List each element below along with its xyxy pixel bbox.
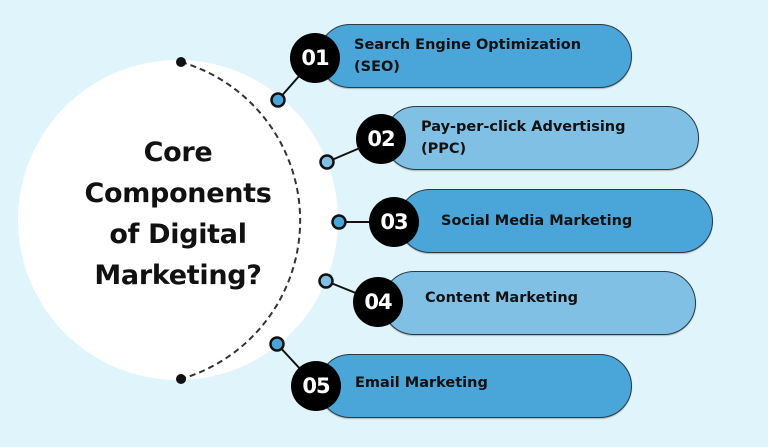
item-label-line: (SEO) <box>354 59 400 75</box>
number-badge-3: 03 <box>369 197 419 247</box>
item-label-line: Pay-per-click Advertising <box>421 119 626 135</box>
title-line: of Digital <box>109 219 247 250</box>
item-label-2: Pay-per-click Advertising (PPC) <box>421 116 626 160</box>
item-label-4: Content Marketing <box>425 287 578 309</box>
title-line: Marketing? <box>94 260 262 291</box>
title-line: Core <box>143 137 213 168</box>
number-badge-2: 02 <box>356 114 406 164</box>
arc-end-dot-bottom <box>176 374 186 384</box>
item-label-line: Content Marketing <box>425 290 579 306</box>
item-label-line: Social Media Marketing <box>441 213 633 229</box>
node-dot-3 <box>331 214 347 230</box>
item-label-line: Email Marketing <box>355 375 488 391</box>
title-circle <box>18 60 338 380</box>
item-label-3: Social Media Marketing <box>441 210 632 232</box>
diagram-title: Core Components of Digital Marketing? <box>48 132 308 296</box>
number-badge-4: 04 <box>353 277 403 327</box>
node-dot-1 <box>270 92 286 108</box>
arc-end-dot-top <box>176 57 186 67</box>
item-pill-2 <box>384 106 699 170</box>
number-badge-5: 05 <box>291 361 341 411</box>
node-dot-2 <box>319 154 335 170</box>
node-dot-4 <box>318 273 334 289</box>
node-dot-5 <box>269 336 285 352</box>
item-pill-5 <box>318 354 632 418</box>
item-label-line: Search Engine Optimization <box>354 37 582 53</box>
item-pill-1 <box>318 24 632 88</box>
title-line: Components <box>84 178 272 209</box>
item-pill-3 <box>398 189 713 253</box>
number-badge-1: 01 <box>290 33 340 83</box>
item-label-line: (PPC) <box>421 141 467 157</box>
item-label-1: Search Engine Optimization (SEO) <box>354 34 581 78</box>
item-label-5: Email Marketing <box>355 372 488 394</box>
item-pill-4 <box>382 271 696 335</box>
